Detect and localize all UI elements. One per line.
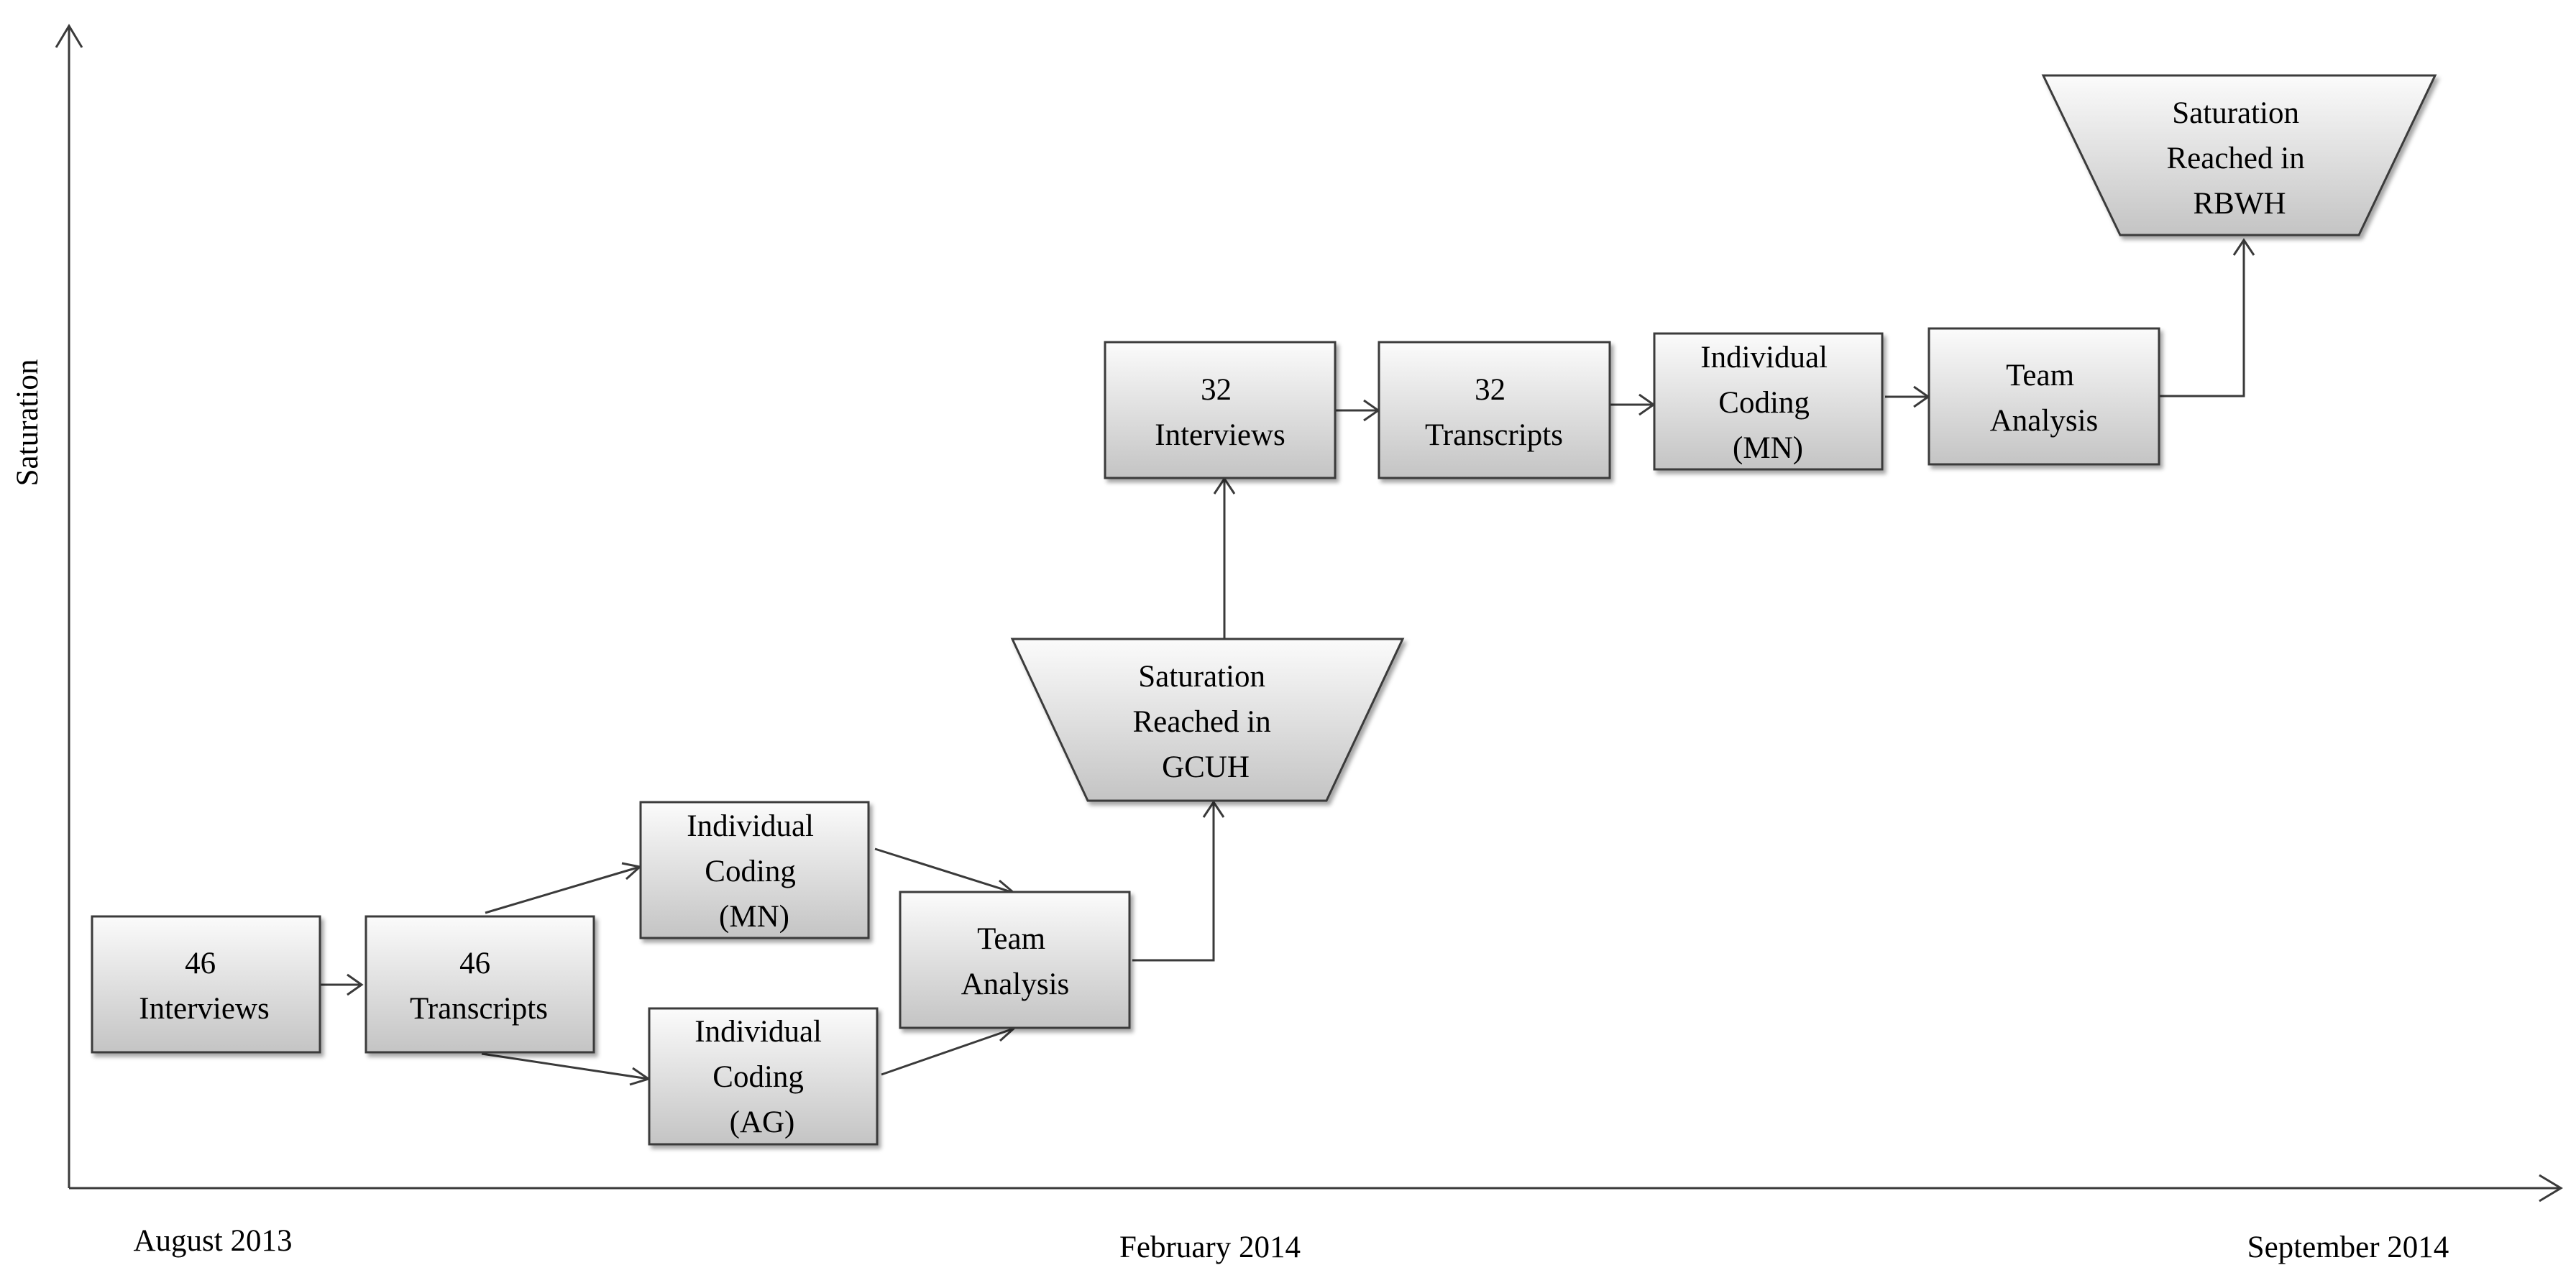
arrowhead-rbwh — [2232, 238, 2255, 256]
label-saturation-gcuh: Saturation Reached in GCUH — [1133, 660, 1279, 784]
trapezoid-saturation-gcuh — [1010, 638, 1405, 802]
label-line: Team — [977, 922, 1045, 956]
label-line: Saturation — [2172, 96, 2299, 130]
box-46-interviews — [91, 915, 321, 1054]
axes — [55, 24, 2563, 1202]
label-line: Team — [2006, 359, 2074, 392]
box-32-interviews — [1104, 341, 1337, 479]
label-line: RBWH — [2194, 187, 2286, 221]
label-coding-mn-2: Individual Coding (MN) — [1700, 341, 1835, 465]
label-line: Transcripts — [410, 992, 548, 1026]
arrow-team2-to-rbwh — [2159, 240, 2245, 397]
label-line: Interviews — [1155, 418, 1285, 452]
label-line: 32 — [1475, 373, 1505, 407]
box-coding-mn-1 — [639, 801, 870, 939]
box-46-transcripts — [365, 915, 595, 1054]
label-line: Coding — [705, 855, 796, 888]
label-line: 46 — [459, 947, 490, 980]
label-line: 32 — [1201, 373, 1232, 407]
box-coding-ag — [648, 1007, 879, 1146]
label-line: (AG) — [730, 1105, 795, 1139]
label-team-analysis-1: Team Analysis — [961, 922, 1070, 1001]
boxes — [91, 74, 2437, 1146]
label-line: Coding — [1718, 386, 1810, 420]
label-team-analysis-2: Team Analysis — [1990, 359, 2099, 438]
label-46-interviews: 46 Interviews — [139, 947, 270, 1026]
label-line: Transcripts — [1425, 418, 1563, 452]
box-32-transcripts — [1378, 341, 1611, 479]
label-line: 46 — [185, 947, 216, 980]
x-label-end: September 2014 — [2247, 1231, 2449, 1264]
label-32-interviews: 32 Interviews — [1155, 373, 1285, 452]
label-line: Coding — [712, 1060, 804, 1094]
arrow-coding-ag-to-team — [881, 1027, 1014, 1076]
label-line: Individual — [1700, 341, 1828, 374]
label-32-transcripts: 32 Transcripts — [1425, 373, 1563, 452]
label-line: Saturation — [1138, 660, 1265, 694]
label-coding-ag: Individual Coding (AG) — [695, 1015, 830, 1139]
connectors — [320, 238, 2255, 1086]
label-line: (MN) — [719, 900, 789, 934]
x-label-middle: February 2014 — [1119, 1231, 1301, 1264]
arrow-transcripts-to-coding-mn — [485, 865, 641, 914]
arrow-coding-mn-to-team — [874, 847, 1014, 894]
arrowhead-transcripts-46 — [347, 973, 364, 996]
box-team-analysis-2 — [1928, 327, 2160, 466]
label-coding-mn-1: Individual Coding (MN) — [687, 809, 822, 934]
label-line: Interviews — [139, 992, 270, 1026]
label-line: Analysis — [961, 967, 1070, 1001]
x-label-start: August 2013 — [134, 1224, 293, 1258]
label-line: (MN) — [1733, 431, 1803, 465]
label-46-transcripts: 46 Transcripts — [410, 947, 548, 1026]
trapezoid-saturation-rbwh — [2041, 74, 2437, 236]
arrowhead-gcuh — [1202, 800, 1225, 818]
label-line: Individual — [695, 1015, 822, 1049]
y-axis-label: Saturation — [11, 359, 45, 487]
label-line: GCUH — [1162, 750, 1250, 784]
label-line: Reached in — [2167, 142, 2305, 175]
x-axis-arrowhead — [2539, 1174, 2563, 1202]
box-coding-mn-2 — [1653, 332, 1884, 471]
arrow-transcripts-to-coding-ag — [481, 1052, 649, 1080]
node-labels: 46 Interviews 46 Transcripts Individual … — [139, 96, 2313, 1139]
label-saturation-rbwh: Saturation Reached in RBWH — [2167, 96, 2313, 221]
label-line: Analysis — [1990, 404, 2099, 438]
y-axis-arrowhead — [55, 24, 83, 48]
box-team-analysis-1 — [899, 891, 1131, 1029]
label-line: Individual — [687, 809, 814, 843]
label-line: Reached in — [1133, 705, 1271, 739]
arrow-team-to-gcuh — [1132, 802, 1215, 962]
